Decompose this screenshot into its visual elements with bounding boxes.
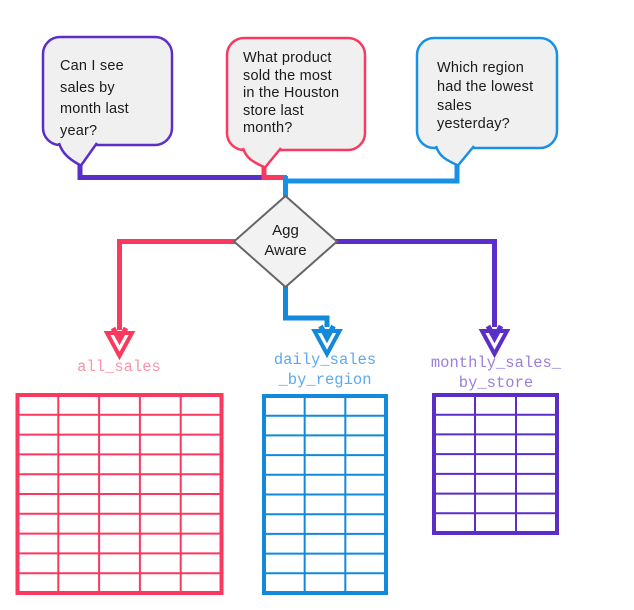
bubble-body bbox=[225, 36, 367, 152]
table-label-all-sales: all_sales bbox=[77, 358, 161, 376]
query-text-pink: What product sold the most in the Housto… bbox=[243, 50, 340, 137]
connector-query-blue bbox=[283, 161, 460, 184]
arrowhead-all-sales bbox=[103, 326, 136, 361]
connector-output-daily-sales bbox=[283, 285, 330, 327]
query-text-blue: Which region had the lowest sales yester… bbox=[437, 60, 534, 133]
table-label-monthly-sales-by-store: monthly_sales_ by_store bbox=[430, 354, 562, 392]
connector-output-all-sales bbox=[117, 239, 237, 330]
arrowhead-daily-sales bbox=[311, 324, 343, 359]
speech-bubble-blue bbox=[415, 36, 559, 167]
bubble-tail bbox=[57, 142, 99, 167]
query-text-purple: Can I see sales by month last year? bbox=[60, 58, 129, 139]
connector-query-purple bbox=[77, 162, 287, 180]
speech-bubble-pink bbox=[225, 36, 367, 169]
table-daily-sales-by-region bbox=[262, 394, 388, 595]
arrowhead-chevron bbox=[318, 324, 336, 344]
arrowhead-chevron bbox=[485, 324, 504, 344]
bubble-body bbox=[415, 36, 559, 150]
table-monthly-sales-by-store bbox=[432, 393, 559, 535]
bubble-tail bbox=[241, 147, 282, 169]
bubble-tail bbox=[434, 145, 475, 167]
table-label-daily-sales-by-region: daily_sales _by_region bbox=[273, 351, 377, 389]
arrowhead-chevron bbox=[110, 326, 129, 346]
connector-output-monthly-sales bbox=[335, 239, 497, 327]
decision-diamond bbox=[232, 194, 339, 289]
speech-bubble-purple bbox=[41, 35, 174, 167]
table-all-sales bbox=[15, 393, 224, 595]
decision-label: Agg Aware bbox=[264, 222, 307, 259]
bubble-body bbox=[41, 35, 174, 147]
arrowhead-monthly-sales bbox=[478, 324, 511, 359]
